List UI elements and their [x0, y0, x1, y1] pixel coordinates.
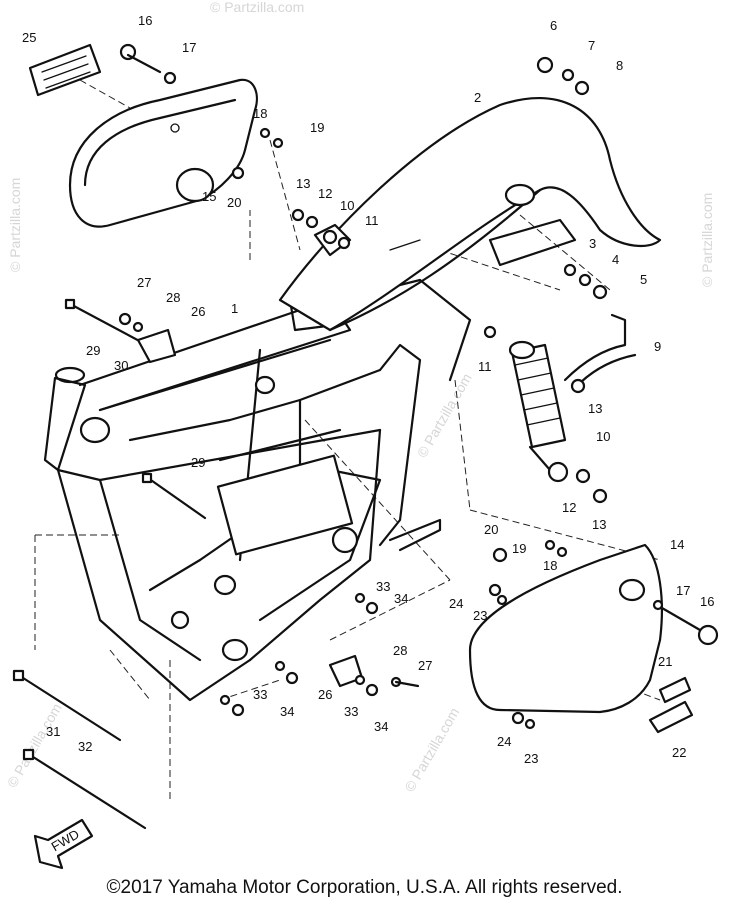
callout-28a: 28	[166, 290, 180, 305]
engine-mount-bolts	[12, 298, 207, 830]
callout-14: 14	[670, 537, 684, 552]
watermark-left: © Partzilla.com	[7, 178, 23, 272]
callout-20a: 20	[227, 195, 241, 210]
brackets-26	[136, 328, 364, 688]
callout-32: 32	[78, 739, 92, 754]
callout-20b: 20	[484, 522, 498, 537]
callout-25: 25	[22, 30, 36, 45]
callout-27b: 27	[418, 658, 432, 673]
callout-11a: 11	[365, 213, 379, 228]
callout-19a: 19	[310, 120, 324, 135]
callout-7: 7	[588, 38, 595, 53]
callout-9: 9	[654, 339, 661, 354]
callout-33c: 33	[344, 704, 358, 719]
callout-34b: 34	[280, 704, 294, 719]
callout-30: 30	[114, 358, 128, 373]
callout-2: 2	[474, 90, 481, 105]
callout-13b: 13	[588, 401, 602, 416]
callout-13c: 13	[592, 517, 606, 532]
callout-12a: 12	[318, 186, 332, 201]
callout-24a: 24	[449, 596, 463, 611]
watermark-center: © Partzilla.com	[414, 370, 475, 460]
callout-26b: 26	[318, 687, 332, 702]
callout-34a: 34	[394, 591, 408, 606]
callout-24b: 24	[497, 734, 511, 749]
callout-17b: 17	[676, 583, 690, 598]
callout-8: 8	[616, 58, 623, 73]
callout-19b: 19	[512, 541, 526, 556]
rear-shock-absorber	[508, 340, 569, 483]
callout-5: 5	[640, 272, 647, 287]
callout-29a: 29	[86, 343, 100, 358]
watermark-bottom: © Partzilla.com	[401, 705, 462, 795]
callout-29b: 29	[191, 455, 205, 470]
forward-direction-arrow: FWD	[33, 818, 94, 870]
callout-13a: 13	[296, 176, 310, 191]
main-frame	[43, 278, 472, 702]
right-side-cover	[468, 543, 663, 714]
callout-21: 21	[658, 654, 672, 669]
callout-33a: 33	[376, 579, 390, 594]
callout-12b: 12	[562, 500, 576, 515]
watermark-bottom-left: © Partzilla.com	[4, 700, 65, 790]
callout-26a: 26	[191, 304, 205, 319]
callout-18b: 18	[543, 558, 557, 573]
callout-15: 15	[202, 189, 216, 204]
callout-34c: 34	[374, 719, 388, 734]
callout-33b: 33	[253, 687, 267, 702]
warning-label-25	[28, 43, 102, 97]
rear-fender	[278, 96, 662, 332]
callout-23b: 23	[524, 751, 538, 766]
callout-23a: 23	[473, 608, 487, 623]
hardware-items	[118, 43, 719, 734]
watermark-right: © Partzilla.com	[699, 193, 715, 287]
copyright-notice: ©2017 Yamaha Motor Corporation, U.S.A. A…	[106, 877, 623, 898]
callout-3: 3	[589, 236, 596, 251]
callout-6: 6	[550, 18, 557, 33]
callout-31: 31	[46, 724, 60, 739]
callout-10a: 10	[340, 198, 354, 213]
frame-parts-diagram: © Partzilla.com © Partzilla.com © Partzi…	[4, 0, 719, 870]
callout-16a: 16	[138, 13, 152, 28]
callout-27a: 27	[137, 275, 151, 290]
callout-numbers: 1 2 3 4 5 6 7 8 9 10 10 11 11 12 12 13 1…	[22, 13, 714, 766]
left-side-cover	[68, 78, 258, 228]
watermark-top: © Partzilla.com	[210, 0, 304, 15]
callout-4: 4	[612, 252, 619, 267]
callout-17a: 17	[182, 40, 196, 55]
callout-1: 1	[231, 301, 238, 316]
callout-22: 22	[672, 745, 686, 760]
callout-10b: 10	[596, 429, 610, 444]
callout-18a: 18	[253, 106, 267, 121]
callout-28b: 28	[393, 643, 407, 658]
callout-16b: 16	[700, 594, 714, 609]
grab-bar	[563, 313, 637, 390]
callout-11b: 11	[478, 359, 492, 374]
